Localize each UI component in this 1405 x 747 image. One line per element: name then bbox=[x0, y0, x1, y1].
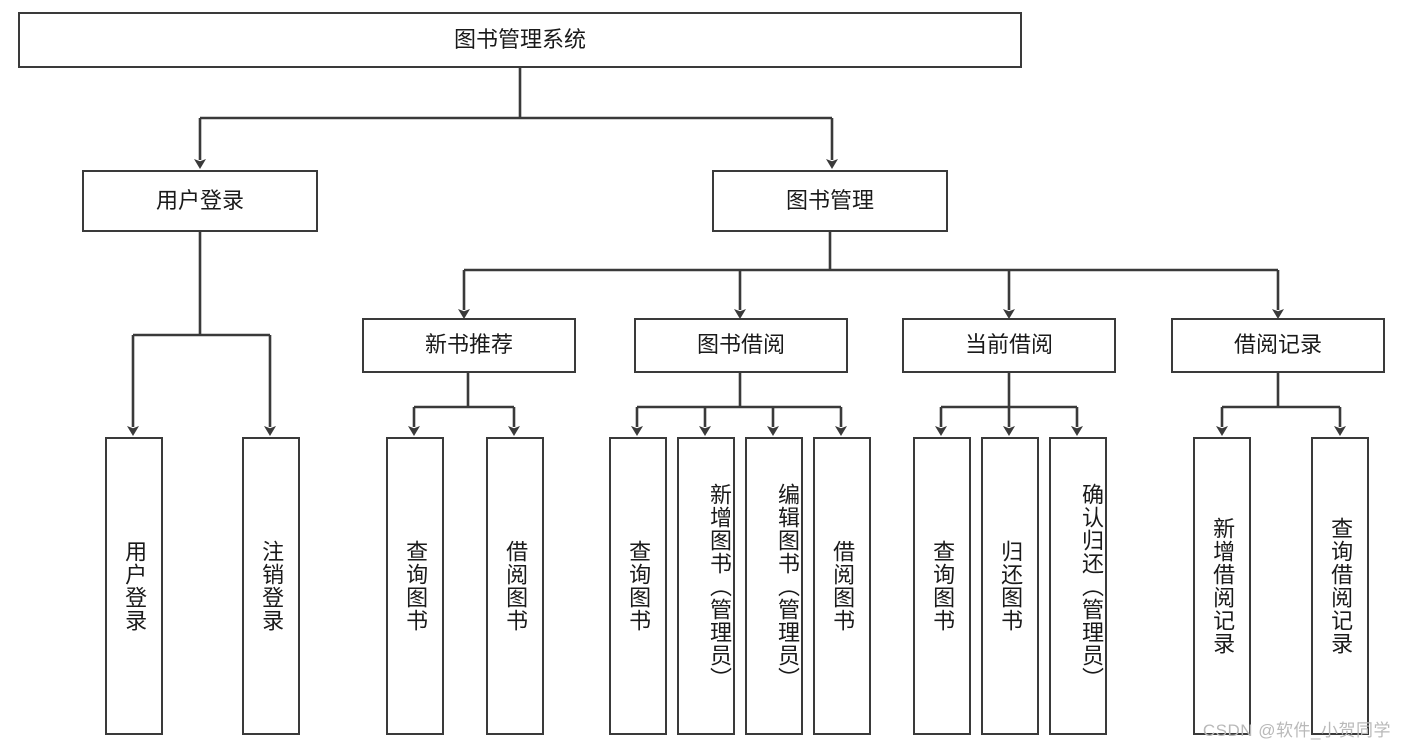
leaf-add-borrow-record[interactable]: 新增借阅记录 bbox=[1193, 437, 1251, 735]
node-root[interactable]: 图书管理系统 bbox=[18, 12, 1022, 68]
leaf-query-borrow-record[interactable]: 查询借阅记录 bbox=[1311, 437, 1369, 735]
node-user-login[interactable]: 用户登录 bbox=[82, 170, 318, 232]
node-borrow-record[interactable]: 借阅记录 bbox=[1171, 318, 1385, 373]
leaf-query-book-current[interactable]: 查询图书 bbox=[913, 437, 971, 735]
leaf-add-book-admin[interactable]: 新增图书（管理员） bbox=[677, 437, 735, 735]
leaf-return-book[interactable]: 归还图书 bbox=[981, 437, 1039, 735]
node-book-borrow[interactable]: 图书借阅 bbox=[634, 318, 848, 373]
leaf-logout-login[interactable]: 注销登录 bbox=[242, 437, 300, 735]
csdn-watermark: CSDN @软件_小贺同学 bbox=[1202, 721, 1391, 740]
node-current-borrow[interactable]: 当前借阅 bbox=[902, 318, 1116, 373]
leaf-edit-book-admin[interactable]: 编辑图书（管理员） bbox=[745, 437, 803, 735]
leaf-borrow-book-borrow[interactable]: 借阅图书 bbox=[813, 437, 871, 735]
leaf-confirm-return-admin[interactable]: 确认归还（管理员） bbox=[1049, 437, 1107, 735]
leaf-query-book-recommend[interactable]: 查询图书 bbox=[386, 437, 444, 735]
node-book-manage[interactable]: 图书管理 bbox=[712, 170, 948, 232]
leaf-borrow-book-recommend[interactable]: 借阅图书 bbox=[486, 437, 544, 735]
leaf-query-book-borrow[interactable]: 查询图书 bbox=[609, 437, 667, 735]
leaf-user-login[interactable]: 用户登录 bbox=[105, 437, 163, 735]
node-new-book-recommend[interactable]: 新书推荐 bbox=[362, 318, 576, 373]
